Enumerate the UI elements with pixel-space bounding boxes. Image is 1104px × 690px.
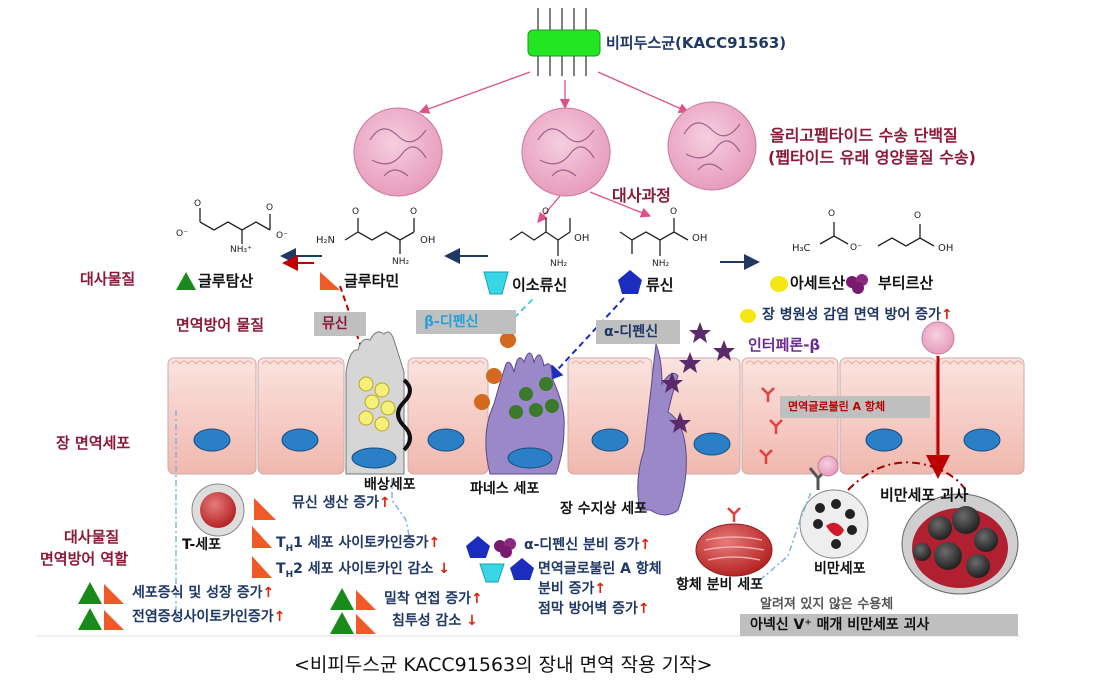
butyrate-label: 부티르산 [878,274,934,292]
inflammatory-cytokine-label: 전염증성사이토카인증가↑ [132,609,286,625]
paneth-cell-shape [474,332,565,475]
acetate-label: 아세트산 [790,274,846,292]
bacterium-arrows [418,71,690,114]
bacterium-label: 비피두스균(KACC91563) [606,34,787,52]
isoleucine-label: 이소류신 [512,276,568,294]
chem-o-8: O [914,211,922,221]
glutamine-label: 글루타민 [344,272,400,290]
guide-lines [175,410,813,620]
antibody-shapes [727,387,811,522]
receptor-shape [808,455,839,490]
arrow-mast-cell-lysis [847,461,981,520]
chem-o-7: O [828,209,836,219]
transport-protein-line2: (펩타이드 유래 영양물질 수송) [768,148,976,167]
bottom-left-triangles [78,582,376,634]
chem-o-6: O [670,207,678,217]
transport-protein-circles [353,101,757,197]
metabolite-label: 대사물질 [80,270,136,288]
acetate-marker-icon [770,276,788,292]
chem-nh2-isoleucine: NH₂ [550,259,568,269]
mast-cell-label: 비만세포 [814,561,866,577]
mast-cell-granule [921,321,955,355]
chem-o-5: O [542,207,550,217]
mast-cell-death-label: 비만세포 괴사 [880,486,969,504]
orange-triangle-icon [320,272,340,290]
t-cell-triangle-icon [254,498,276,520]
anexin-tag: 아넥신 V⁺ 매개 비만세포 괴사 [740,614,1018,636]
paneth-cell-label: 파네스 세포 [470,481,540,497]
leucine-label: 류신 [646,276,674,294]
chem-nh3: NH₃⁺ [230,245,252,255]
goblet-cell-shape [345,331,412,475]
figure-caption: <비피두스균 KACC91563의 장내 면역 작용 기작> [294,654,713,676]
t-cell-shape [191,483,245,537]
immune-defense-label: 면역방어 물질 [176,316,265,334]
th2-label: TH2 세포 사이토카인 감소 ↓ [276,561,451,580]
mucosal-barrier-label: 점막 방어벽 증가↑ [538,601,650,617]
trapezoid-isoleucine-icon [483,271,509,295]
chem-oh-leucine: OH [692,233,708,244]
mast-cell-shape [799,489,869,559]
cell-growth-label: 세포증식 및 성장 증가↑ [132,585,275,601]
goblet-cell-label: 배상세포 [364,477,416,493]
dying-mast-cell-shape [901,493,1019,595]
th1-triangle-icon [252,526,272,548]
chem-oh-butyrate: OH [938,243,954,254]
chem-ominus-2: O⁻ [276,231,288,241]
th1-label: TH1 세포 사이토카인증가↑ [276,535,441,554]
chem-oh-isoleucine: OH [574,233,590,244]
metabolite-role-line2: 면역방어 역할 [40,550,129,568]
chem-o-1: O [194,199,202,209]
alpha-defensin-tag: α-디펜신 [596,320,680,344]
interferon-label: 인터페론-β [748,336,821,354]
t-cell-label: T-세포 [182,537,222,553]
iga-secretion-line2: 분비 증가↑ [538,581,607,597]
metabolism-arrows [537,191,652,223]
pathogen-defense-label: 장 병원성 감염 면역 방어 증가↑ [762,307,953,323]
intestinal-immune-cells-label: 장 면역세포 [56,434,131,452]
chem-oh-glutamine: OH [420,235,436,246]
chem-h2n-glutamine: H₂N [316,235,336,246]
green-triangle-icon [176,272,196,290]
chem-acetate-formula: H₃C [792,243,811,254]
alpha-defensin-secretion-label: α-디펜신 분비 증가↑ [524,537,652,553]
transport-protein-line1: 올리고펩타이드 수송 단백질 [770,126,958,145]
metabolism-label: 대사과정 [612,186,671,205]
chem-o-3: O [352,207,360,217]
arrow-beta-defensin-guide [499,297,535,333]
th2-triangle-icon [252,556,272,578]
beta-defensin-tag: β-디펜신 [416,310,516,334]
pentagon-leucine-icon [618,270,642,294]
interferon-stars [661,322,735,433]
bacterium-shape [527,8,601,76]
chem-o-4: O [410,207,418,217]
mucin-production-label: 뮤신 생산 증가↑ [292,495,391,511]
mucin-tag: 뮤신 [314,312,366,336]
chem-nh2-glutamine: NH₂ [392,257,410,267]
chem-ominus-1: O⁻ [176,229,188,239]
iga-secretion-line1: 면역글로불린 A 항체 [538,561,662,577]
invasion-label: 침투성 감소 ↓ [392,613,478,629]
butyrate-marker-icon [846,274,868,294]
antibody-secreting-cell-shape [695,523,773,577]
unknown-receptor-label: 알려져 있지 않은 수용체 [760,597,894,612]
metabolite-role-line1: 대사물질 [64,528,120,546]
dendritic-cell-label: 장 수지상 세포 [560,501,648,517]
pathogen-marker-icon [740,309,756,323]
iga-trapezoid-icon [479,563,505,583]
chem-o-2: O [266,203,274,213]
chemical-structures [199,208,935,256]
chem-ominus-3: O⁻ [850,243,862,253]
iga-pentagon-icon [510,558,534,580]
alpha-defensin-pentagon-icon [466,536,490,558]
arrow-alpha-defensin-guide [546,297,625,382]
tight-junction-label: 밀착 연접 증가↑ [384,591,483,607]
alpha-defensin-butyrate-icon [494,538,516,558]
chem-nh2-leucine: NH₂ [652,259,670,269]
iga-tag: 면역글로불린 A 항체 [780,396,930,418]
antibody-cell-label: 항체 분비 세포 [676,577,764,593]
glutamate-label: 글루탐산 [198,272,254,290]
